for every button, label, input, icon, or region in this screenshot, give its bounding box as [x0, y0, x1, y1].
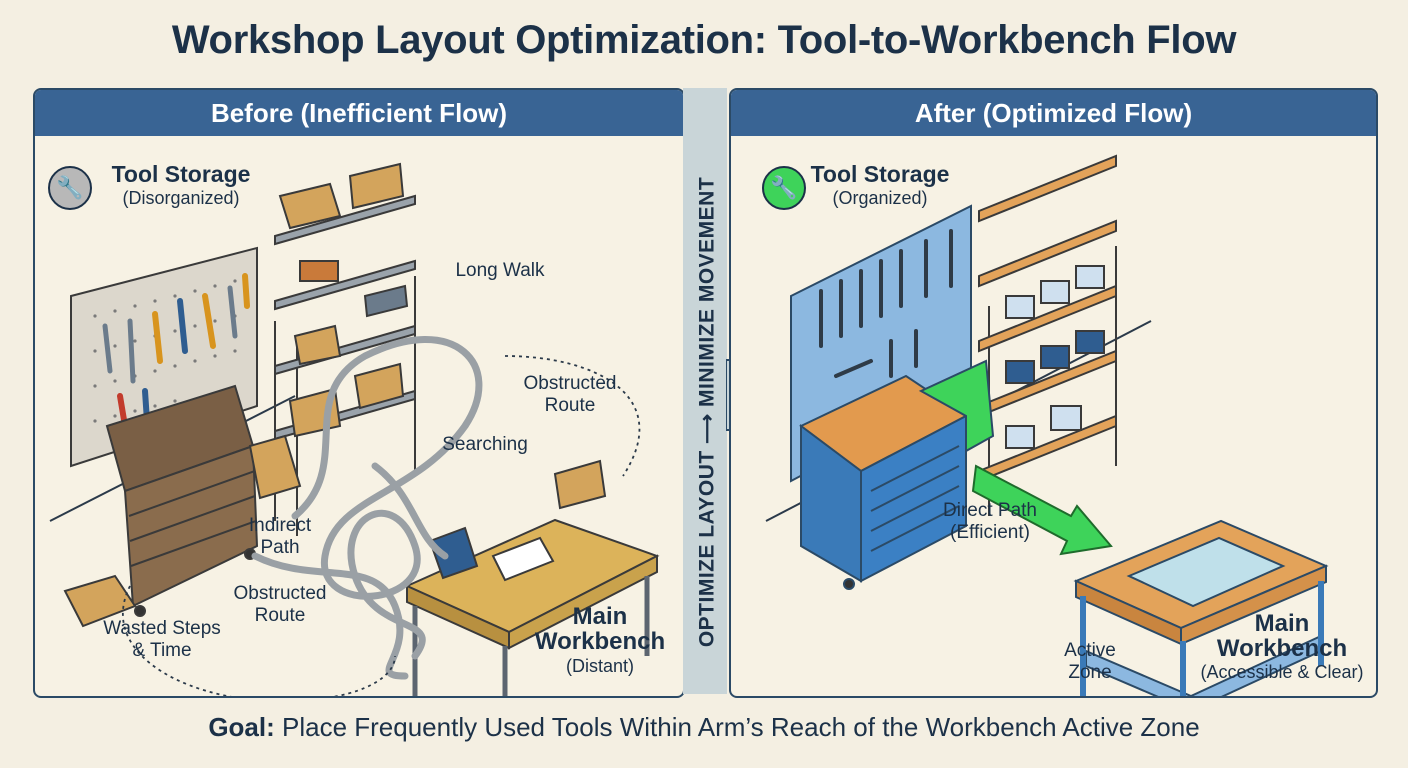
label-active-zone-line1: Active [1064, 640, 1116, 661]
accessible-workbench [1073, 519, 1329, 696]
after-storage-title: Tool Storage [810, 161, 950, 187]
label-wasted-steps-line1: Wasted Steps [103, 618, 221, 639]
label-indirect-line1: Indirect [248, 515, 312, 536]
label-active-zone-line2: Zone [1068, 662, 1112, 683]
label-long-walk: Long Walk [455, 260, 545, 281]
label-obstructed-route-bottom-line2: Route [254, 605, 306, 626]
cluttered-shelf-unit [274, 162, 416, 536]
tangled-paths [251, 336, 483, 680]
label-obstructed-route-top-line2: Route [544, 395, 596, 416]
after-panel-header: After (Optimized Flow) [731, 90, 1376, 136]
label-obstructed-route-top-line1: Obstructed [523, 373, 617, 394]
after-panel: After (Optimized Flow) [729, 88, 1378, 698]
wrench-icon: 🔧 [48, 166, 92, 210]
distant-workbench [404, 459, 660, 696]
before-storage-subtitle: (Disorganized) [122, 188, 240, 208]
page-title: Workshop Layout Optimization: Tool-to-Wo… [171, 18, 1237, 62]
before-panel: Before (Inefficient Flow) [33, 88, 685, 698]
after-workbench-title-line1: Main [1254, 610, 1310, 637]
organized-shelving [978, 154, 1117, 516]
center-divider [683, 88, 727, 694]
before-panel-header: Before (Inefficient Flow) [35, 90, 683, 136]
direct-path-arrow [971, 464, 1113, 556]
before-storage-title: Tool Storage [111, 161, 251, 187]
label-indirect-line2: Path [260, 537, 300, 558]
goal-statement: Goal: Place Frequently Used Tools Within… [0, 712, 1408, 743]
label-wasted-steps-line2: & Time [132, 640, 192, 661]
goal-label: Goal: [208, 712, 275, 742]
wrench-icon: 🔧 [762, 166, 806, 210]
divider-text: OPTIMIZE LAYOUT ⟶ MINIMIZE MOVEMENT [695, 176, 719, 648]
organized-toolbox [799, 359, 995, 590]
label-direct-path-line1: Direct Path [943, 500, 1037, 521]
after-workbench-title-line2: Workbench [1216, 635, 1348, 662]
label-obstructed-route-bottom-line1: Obstructed [233, 583, 327, 604]
after-workbench-subtitle: (Accessible & Clear) [1200, 662, 1364, 682]
before-workbench-title-line1: Main [572, 603, 628, 630]
after-scene-illustration [765, 154, 1329, 696]
after-storage-subtitle: (Organized) [832, 188, 928, 208]
overflowing-toolbox [63, 384, 302, 628]
goal-text: Place Frequently Used Tools Within Arm’s… [282, 712, 1200, 742]
before-workbench-subtitle: (Distant) [565, 656, 634, 676]
label-searching: Searching [442, 434, 528, 455]
label-direct-path-line2: (Efficient) [950, 522, 1030, 543]
before-workbench-title-line2: Workbench [534, 628, 666, 655]
before-scene-illustration [49, 162, 660, 696]
